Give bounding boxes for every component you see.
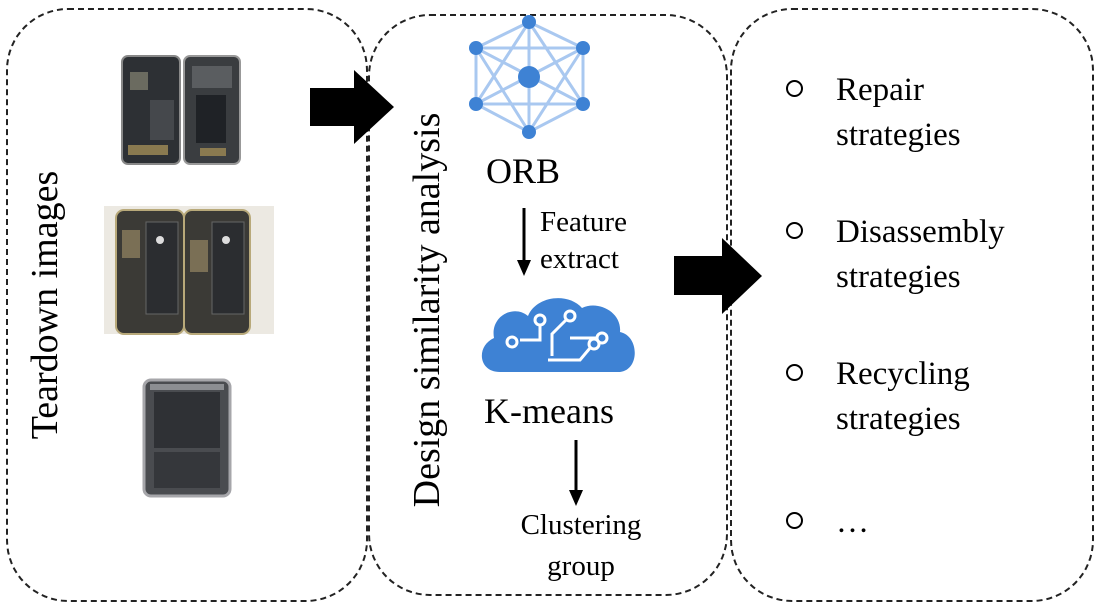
strategy-line-2: strategies xyxy=(836,401,961,437)
strategy-line-1: Recycling xyxy=(836,356,970,392)
bullet-circle-icon xyxy=(786,364,803,381)
phone-teardown-photo xyxy=(121,55,241,165)
bullet-circle-icon xyxy=(786,80,803,97)
feature-extract-label: Feature extract xyxy=(540,204,627,278)
cluster-line-2: group xyxy=(547,549,615,582)
cluster-line-1: Clustering xyxy=(520,509,642,541)
flow-arrow-2 xyxy=(674,238,762,314)
teardown-panel xyxy=(6,8,368,602)
kmeans-cloud-icon xyxy=(481,298,635,372)
strategy-line-2: strategies xyxy=(836,117,961,153)
clustering-group-label: Clustering group xyxy=(506,505,656,586)
cluster-arrow xyxy=(569,440,583,506)
strategy-line-1: Disassembly xyxy=(836,214,1005,250)
tablet-teardown-photo xyxy=(142,378,232,498)
bullet-circle-icon xyxy=(786,512,803,529)
phone-battery-photo xyxy=(104,206,274,335)
feature-arrow xyxy=(517,208,531,276)
strategy-line-1: … xyxy=(836,504,869,540)
strategy-line-2: strategies xyxy=(836,259,961,295)
feature-line-1: Feature xyxy=(540,206,627,238)
strategy-line-1: Repair xyxy=(836,72,924,108)
flow-arrow-1 xyxy=(310,70,394,144)
feature-line-2: extract xyxy=(540,243,619,276)
kmeans-label: K-means xyxy=(484,391,614,431)
orb-label: ORB xyxy=(486,151,561,191)
orb-network-nodes xyxy=(469,15,590,139)
bullet-circle-icon xyxy=(786,222,803,239)
